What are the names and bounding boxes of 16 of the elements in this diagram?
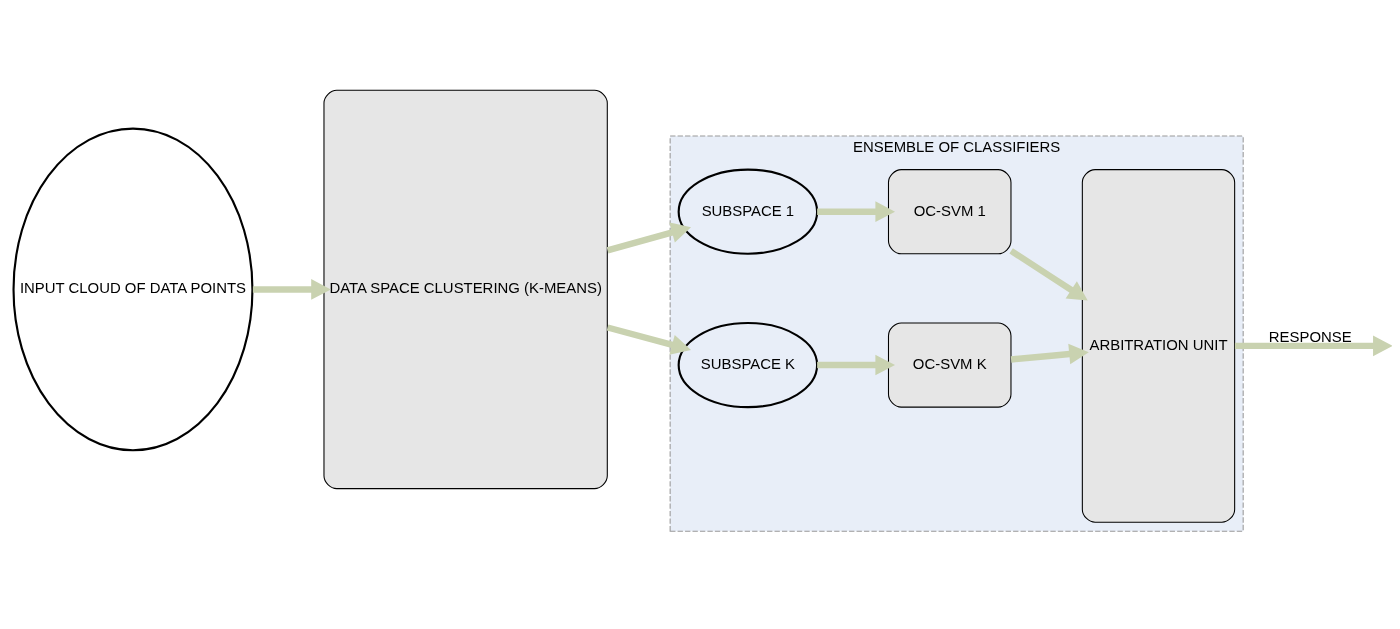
node-box: ARBITRATION UNIT bbox=[1081, 168, 1236, 523]
node-box: DATA SPACE CLUSTERING (K-MEANS) bbox=[323, 89, 608, 489]
arrow bbox=[606, 323, 692, 355]
arrow bbox=[1009, 247, 1088, 301]
node-box: OC-SVM 1 bbox=[887, 168, 1012, 254]
arrow bbox=[817, 354, 896, 375]
arrow bbox=[1010, 343, 1089, 364]
arrow bbox=[1234, 335, 1392, 356]
node-ellipse: SUBSPACE K bbox=[677, 321, 819, 408]
node-ellipse: INPUT CLOUD OF DATA POINTS bbox=[12, 127, 254, 451]
node-ellipse: SUBSPACE 1 bbox=[677, 168, 819, 255]
node-box: OC-SVM K bbox=[887, 321, 1012, 408]
edge-label: RESPONSE bbox=[1268, 328, 1352, 345]
arrow bbox=[252, 278, 331, 300]
arrow bbox=[817, 200, 896, 222]
arrow bbox=[606, 222, 691, 253]
